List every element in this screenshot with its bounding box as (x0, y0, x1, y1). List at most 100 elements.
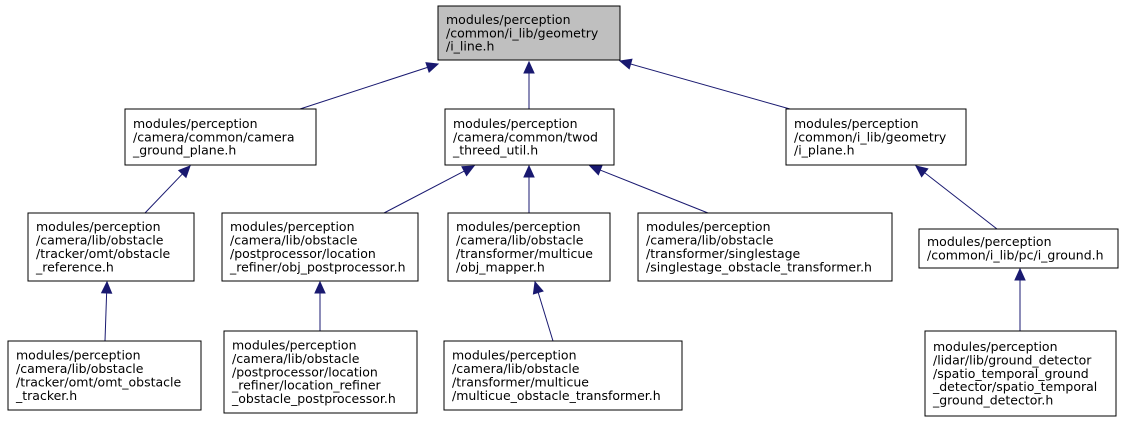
node-label-line: /singlestage_obstacle_transformer.h (646, 259, 872, 274)
node-label-line: /camera/lib/obstacle (230, 233, 358, 248)
node-box (637, 212, 893, 282)
node-singlestage-transformer[interactable]: modules/perception/camera/lib/obstacle/t… (637, 212, 893, 282)
node-i-plane[interactable]: modules/perception/common/i_lib/geometry… (785, 108, 967, 166)
node-box (437, 5, 621, 61)
node-label-line: _ground_plane.h (132, 143, 236, 158)
arrow-head-icon (1014, 267, 1026, 281)
arrow-head-icon (461, 165, 476, 177)
edge-singlestage-transformer-to-twod-threed-util (588, 164, 709, 214)
node-label-line: /i_line.h (446, 39, 494, 54)
node-label-line: modules/perception (453, 116, 578, 131)
node-label-line: /transformer/multicue (452, 375, 589, 390)
node-box (444, 108, 615, 166)
node-label-line: modules/perception (933, 339, 1058, 354)
edge-obj-postprocessor-to-twod-threed-util (383, 165, 476, 214)
node-multicue-transformer[interactable]: modules/perception/camera/lib/obstacle/t… (443, 340, 683, 411)
node-label-line: modules/perception (232, 338, 357, 353)
node-location-refiner-postprocessor[interactable]: modules/perception/camera/lib/obstacle/p… (223, 330, 418, 414)
node-label-line: modules/perception (16, 348, 141, 363)
node-label-line: _tracker.h (15, 388, 77, 403)
node-label-line: /common/i_lib/geometry (446, 25, 599, 40)
node-label-line: modules/perception (230, 219, 355, 234)
node-label-line: /camera/lib/obstacle (36, 233, 164, 248)
nodes-layer: modules/perception/common/i_lib/geometry… (7, 5, 1119, 417)
node-label-line: /obj_mapper.h (456, 259, 545, 274)
node-label-line: /transformer/singlestage (646, 246, 801, 261)
node-label-line: modules/perception (446, 12, 571, 27)
node-twod-threed-util[interactable]: modules/perception/camera/common/twod_th… (444, 108, 615, 166)
node-box (447, 212, 611, 282)
node-omt-obstacle-tracker[interactable]: modules/perception/camera/lib/obstacle/t… (7, 340, 202, 411)
node-obj-mapper[interactable]: modules/perception/camera/lib/obstacle/t… (447, 212, 611, 282)
arrow-head-icon (523, 164, 535, 178)
arrow-head-icon (425, 62, 440, 74)
edge-camera-ground-plane-to-root (299, 62, 440, 110)
edge-i-ground-to-i-plane (915, 165, 998, 230)
node-label-line: /camera/common/camera (133, 129, 294, 144)
node-label-line: /postprocessor/location (232, 364, 378, 379)
edge-multicue-transformer-to-obj-mapper (532, 280, 554, 342)
node-label-line: modules/perception (133, 116, 258, 131)
node-label-line: modules/perception (646, 219, 771, 234)
node-box (443, 340, 683, 411)
node-label-line: /common/i_lib/pc/i_ground.h (927, 248, 1104, 263)
arrow-head-icon (618, 58, 633, 70)
node-label-line: modules/perception (36, 219, 161, 234)
node-box (27, 212, 195, 282)
node-label-line: /i_plane.h (794, 143, 855, 158)
node-box (918, 228, 1119, 269)
edge-line (537, 292, 554, 342)
arrow-head-icon (314, 280, 326, 294)
node-label-line: /spatio_temporal_ground (933, 366, 1089, 381)
edge-line (383, 170, 465, 214)
node-label-line: /common/i_lib/geometry (794, 129, 947, 144)
node-label-line: _reference.h (35, 259, 114, 274)
node-obj-postprocessor[interactable]: modules/perception/camera/lib/obstacle/p… (221, 212, 419, 282)
node-label-line: modules/perception (456, 219, 581, 234)
arrow-head-icon (915, 165, 929, 178)
edges-layer (100, 58, 1026, 342)
arrow-head-icon (177, 165, 191, 179)
node-camera-ground-plane[interactable]: modules/perception/camera/common/camera_… (124, 108, 317, 166)
node-label-line: modules/perception (794, 116, 919, 131)
edge-omt-obstacle-reference-to-camera-ground-plane (144, 165, 191, 214)
edge-obj-mapper-to-twod-threed-util (523, 164, 535, 213)
edge-line (144, 173, 183, 214)
arrow-head-icon (523, 60, 535, 74)
edge-i-plane-to-root (618, 58, 791, 110)
node-i-ground[interactable]: modules/perception/common/i_lib/pc/i_gro… (918, 228, 1119, 269)
edge-line (924, 172, 998, 230)
node-label-line: modules/perception (452, 348, 577, 363)
node-label-line: /tracker/omt/obstacle (36, 246, 171, 261)
node-label-line: _refiner/obj_postprocessor.h (229, 259, 406, 274)
arrow-head-icon (100, 280, 113, 294)
node-omt-obstacle-reference[interactable]: modules/perception/camera/lib/obstacle/t… (27, 212, 195, 282)
node-label-line: modules/perception (927, 234, 1052, 249)
node-label-line: _obstacle_postprocessor.h (231, 391, 396, 406)
edge-twod-threed-util-to-root (523, 60, 535, 109)
node-label-line: /camera/common/twod (453, 129, 598, 144)
edge-location-refiner-postprocessor-to-obj-postprocessor (314, 280, 326, 331)
node-spatio-temporal-ground-detector[interactable]: modules/perception/lidar/lib/ground_dete… (924, 330, 1117, 417)
edge-line (600, 169, 709, 214)
node-label-line: /transformer/multicue (456, 246, 593, 261)
node-box (221, 212, 419, 282)
node-label-line: _detector/spatio_temporal (932, 379, 1097, 394)
node-box (7, 340, 202, 411)
node-label-line: /camera/lib/obstacle (452, 361, 580, 376)
edge-omt-obstacle-tracker-to-omt-obstacle-reference (100, 280, 113, 342)
node-label-line: /lidar/lib/ground_detector (933, 352, 1092, 367)
node-box (124, 108, 317, 166)
edge-line (630, 63, 791, 110)
node-box (924, 330, 1117, 417)
node-label-line: /camera/lib/obstacle (232, 351, 360, 366)
node-label-line: /camera/lib/obstacle (456, 233, 584, 248)
node-box (785, 108, 967, 166)
edge-line (104, 292, 108, 342)
node-root: modules/perception/common/i_lib/geometry… (437, 5, 621, 61)
node-label-line: /camera/lib/obstacle (646, 233, 774, 248)
node-label-line: _refiner/location_refiner (231, 378, 382, 393)
node-box (223, 330, 418, 414)
edge-line (299, 66, 428, 110)
